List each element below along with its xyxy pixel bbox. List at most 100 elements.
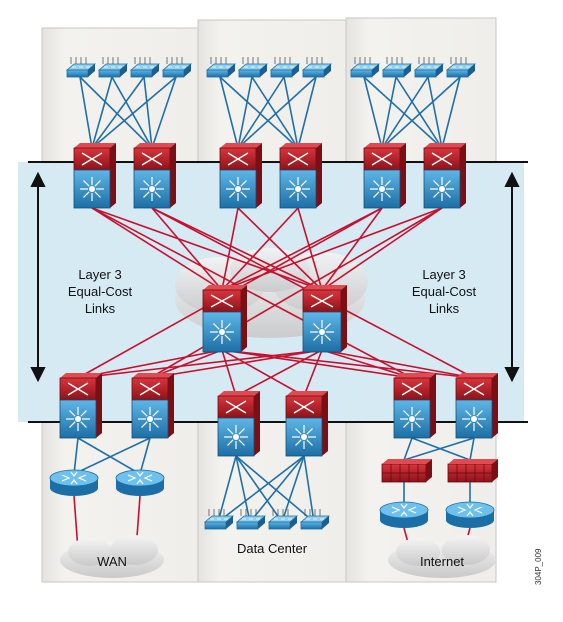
data-center-label: Data Center — [237, 541, 308, 556]
blue-link — [381, 76, 397, 149]
access-switch-8 — [301, 57, 333, 78]
blue-link — [143, 76, 153, 149]
blue-link — [237, 76, 253, 149]
data-center-switch-1 — [217, 391, 260, 457]
edge-switch-2 — [131, 373, 174, 439]
access-switch-7 — [269, 57, 301, 78]
red-link — [321, 207, 443, 291]
blue-link — [151, 76, 177, 149]
red-link — [321, 349, 475, 379]
data-center-access-switch-3 — [267, 509, 299, 530]
panel-top-right — [345, 17, 497, 164]
red-link — [149, 349, 323, 379]
red-link — [221, 207, 299, 291]
blue-link — [111, 76, 153, 149]
access-switch-6 — [237, 57, 269, 78]
blue-link — [237, 76, 285, 149]
red-link — [149, 207, 443, 379]
access-switch-5 — [205, 57, 237, 78]
edge-switch-1 — [59, 373, 102, 439]
blue-link — [441, 76, 461, 149]
blue-link — [217, 455, 237, 523]
layer3-left-label-line1: Layer 3 — [78, 267, 121, 282]
network-devices — [49, 57, 498, 530]
blue-link — [283, 76, 299, 149]
blue-link — [251, 76, 299, 149]
access-switch-9 — [349, 57, 381, 78]
access-switch-2 — [97, 57, 129, 78]
blue-link — [363, 76, 383, 149]
blue-link — [363, 76, 443, 149]
distribution-switch-2 — [133, 143, 176, 209]
red-link — [151, 207, 323, 291]
red-link — [151, 207, 223, 291]
red-link — [321, 349, 413, 379]
blue-link — [77, 437, 141, 475]
blue-link — [79, 76, 93, 149]
data-center-access-switch-4 — [299, 509, 331, 530]
red-link — [221, 349, 237, 397]
blue-link — [73, 437, 151, 475]
blue-link — [235, 455, 283, 523]
blue-link — [281, 455, 305, 523]
access-switch-10 — [381, 57, 413, 78]
blue-link — [235, 455, 251, 523]
wan-cloud — [60, 535, 164, 578]
blue-link — [427, 76, 443, 149]
blue-link — [219, 76, 239, 149]
blue-link — [235, 455, 315, 523]
distribution-switch-3 — [219, 143, 262, 209]
blue-link — [219, 76, 299, 149]
panel-top-center — [197, 19, 347, 164]
wan-label: WAN — [97, 554, 127, 569]
internet-router-2 — [445, 501, 495, 528]
blue-link — [403, 437, 475, 461]
access-switch-11 — [413, 57, 445, 78]
core-switch-1 — [202, 285, 247, 353]
red-link — [91, 207, 323, 291]
blue-link — [91, 76, 145, 149]
red-link — [303, 349, 323, 397]
blue-link — [381, 76, 461, 149]
internet-router-1 — [379, 501, 429, 528]
layer3-arrow-left — [30, 171, 46, 383]
blue-link — [303, 455, 315, 523]
blue-link — [73, 437, 79, 475]
blue-link — [139, 437, 151, 475]
data-center-access-switch-1 — [203, 509, 235, 530]
access-switch-1 — [65, 57, 97, 78]
firewall-2 — [447, 459, 498, 483]
access-switch-4 — [161, 57, 193, 78]
wan-router-1 — [49, 469, 99, 496]
edge-switch-3 — [393, 373, 436, 439]
data-center-access-switch-2 — [235, 509, 267, 530]
red-link — [237, 207, 323, 291]
red-link — [235, 349, 323, 397]
panel-top-left — [41, 27, 199, 164]
blue-link — [381, 76, 429, 149]
internet-label: Internet — [420, 554, 464, 569]
distribution-switch-1 — [73, 143, 116, 209]
blue-link — [79, 76, 153, 149]
blue-link — [237, 76, 317, 149]
red-link — [321, 207, 383, 291]
blue-link — [395, 76, 443, 149]
layer3-right-label-line2: Equal-Cost — [412, 284, 477, 299]
blue-link — [217, 455, 305, 523]
blue-link — [297, 76, 317, 149]
layer3-left-label-line2: Equal-Cost — [68, 284, 133, 299]
layer3-right-label-line1: Layer 3 — [422, 267, 465, 282]
distribution-switch-4 — [279, 143, 322, 209]
distribution-switch-6 — [423, 143, 466, 209]
layer3-left-label-line3: Links — [85, 301, 116, 316]
red-link — [221, 349, 305, 397]
red-link — [77, 349, 323, 379]
blue-links — [73, 76, 475, 523]
data-center-switch-2 — [285, 391, 328, 457]
blue-link — [91, 76, 177, 149]
blue-link — [91, 76, 113, 149]
distribution-switch-5 — [363, 143, 406, 209]
red-link — [221, 207, 383, 291]
